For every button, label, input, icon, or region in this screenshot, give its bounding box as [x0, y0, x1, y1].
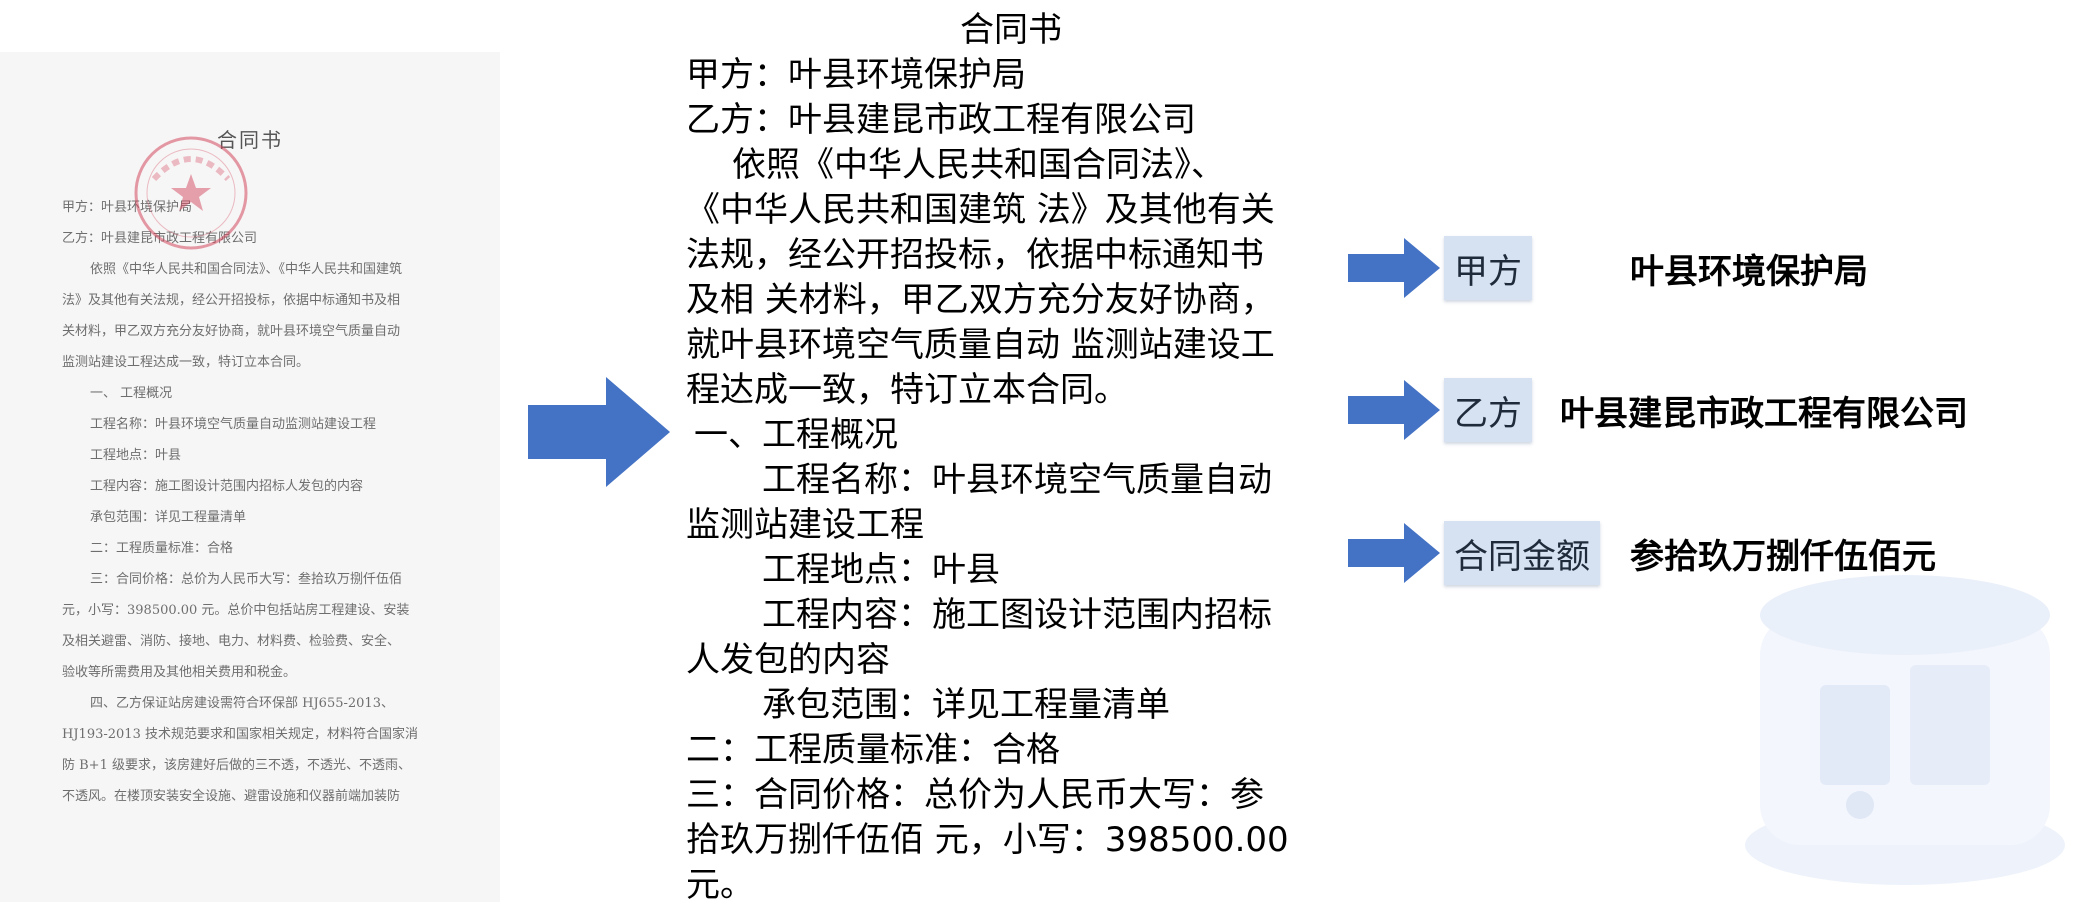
- scan-text-line: 工程名称：叶县环境空气质量自动监测站建设工程: [90, 417, 377, 432]
- transcript-line: 二：工程质量标准：合格: [686, 730, 1060, 770]
- scan-text-line: 二：工程质量标准：合格: [90, 541, 234, 556]
- result-label: 乙方: [1444, 378, 1532, 442]
- transcript-line: 人发包的内容: [686, 640, 890, 680]
- right-arrow-icon: [1348, 380, 1440, 440]
- scan-text-line: 一、 工程概况: [90, 386, 173, 401]
- scan-text-line: 三：合同价格：总价为人民币大写：叁拾玖万捌仟伍佰: [90, 572, 403, 587]
- right-arrow-icon: [1348, 238, 1440, 298]
- transcript-line: 乙方：叶县建昆市政工程有限公司: [686, 100, 1196, 140]
- result-value: 叶县建昆市政工程有限公司: [1560, 393, 1968, 434]
- scan-title: 合同书: [217, 128, 283, 152]
- scan-text-line: 乙方：叶县建昆市政工程有限公司: [62, 231, 258, 246]
- scan-text-lines: 甲方：叶县环境保护局乙方：叶县建昆市政工程有限公司依照《中华人民共和国合同法》、…: [62, 192, 487, 812]
- transcript-line: 依照《中华人民共和国合同法》、: [732, 145, 1225, 185]
- scanned-contract-image: 合同书 甲方：叶县环境保护局乙方：叶县建昆市政工程有限公司依照《中华人民共和国合…: [0, 52, 500, 902]
- transcript-title: 合同书: [960, 10, 1062, 50]
- scan-text-line: HJ193-2013 技术规范要求和国家相关规定，材料符合国家消: [62, 727, 418, 742]
- result-label: 甲方: [1444, 236, 1532, 300]
- scan-text-line: 关材料，甲乙双方充分友好协商，就叶县环境空气质量自动: [62, 324, 401, 339]
- transcript-line: 就叶县环境空气质量自动 监测站建设工: [686, 325, 1275, 365]
- scan-text-line: 防 B+1 级要求，该房建好后做的三不透，不透光、不透雨、: [62, 758, 411, 773]
- transcript-line: 三：合同价格：总价为人民币大写：参: [686, 775, 1264, 815]
- result-value: 叶县环境保护局: [1630, 251, 1868, 292]
- scan-text-line: 工程地点：叶县: [90, 448, 182, 463]
- result-label: 合同金额: [1444, 521, 1600, 585]
- result-row-party-a: 甲方 叶县环境保护局: [1348, 236, 1868, 300]
- transcript-line: 法规，经公开招投标，依据中标通知书: [686, 235, 1264, 275]
- transcript-line: 承包范围：详见工程量清单: [762, 685, 1170, 725]
- transcript-line: 《中华人民共和国建筑 法》及其他有关: [686, 190, 1275, 230]
- scan-text-line: 及相关避雷、消防、接地、电力、材料费、检验费、安全、: [62, 634, 401, 649]
- transcript-line: 工程名称：叶县环境空气质量自动: [762, 460, 1272, 500]
- result-row-contract-amount: 合同金额 参拾玖万捌仟伍佰元: [1348, 521, 1936, 585]
- transcript-line: 一、工程概况: [694, 415, 898, 455]
- scan-text-line: 依照《中华人民共和国合同法》、《中华人民共和国建筑: [90, 262, 403, 277]
- transcript-line: 拾玖万捌仟伍佰 元，小写：398500.00: [686, 820, 1289, 860]
- scan-text-line: 验收等所需费用及其他相关费用和税金。: [62, 665, 297, 680]
- decorative-server-illustration: [1745, 575, 2065, 885]
- transcript-line: 甲方：叶县环境保护局: [686, 55, 1026, 95]
- official-seal-icon: [134, 136, 248, 250]
- scan-text-line: 甲方：叶县环境保护局: [62, 200, 193, 215]
- transcript-line: 工程地点：叶县: [762, 550, 1000, 590]
- scan-text-line: 工程内容：施工图设计范围内招标人发包的内容: [90, 479, 364, 494]
- transcript-line: 程达成一致，特订立本合同。: [686, 370, 1128, 410]
- result-row-party-b: 乙方 叶县建昆市政工程有限公司: [1348, 378, 1968, 442]
- scan-text-line: 监测站建设工程达成一致，特订立本合同。: [62, 355, 310, 370]
- scan-text-line: 法》及其他有关法规，经公开招投标，依据中标通知书及相: [62, 293, 401, 308]
- transcript-line: 元。: [686, 865, 754, 905]
- ocr-transcript: 合同书甲方：叶县环境保护局乙方：叶县建昆市政工程有限公司依照《中华人民共和国合同…: [686, 8, 1336, 920]
- transcript-line: 及相 关材料，甲乙双方充分友好协商，: [686, 280, 1275, 320]
- scan-text-line: 四、乙方保证站房建设需符合环保部 HJ655-2013、: [90, 696, 394, 711]
- transcript-line: ………: [686, 908, 1336, 920]
- scan-text-line: 承包范围：详见工程量清单: [90, 510, 247, 525]
- result-value: 参拾玖万捌仟伍佰元: [1630, 536, 1936, 577]
- transcript-line: 监测站建设工程: [686, 505, 924, 545]
- transcript-line: 工程内容：施工图设计范围内招标: [762, 595, 1272, 635]
- big-right-arrow-icon: [528, 377, 670, 487]
- scan-text-line: 不透风。在楼顶安装安全设施、避雷设施和仪器前端加装防: [62, 789, 401, 804]
- scan-text-line: 元，小写：398500.00 元。总价中包括站房工程建设、安装: [62, 603, 410, 618]
- right-arrow-icon: [1348, 523, 1440, 583]
